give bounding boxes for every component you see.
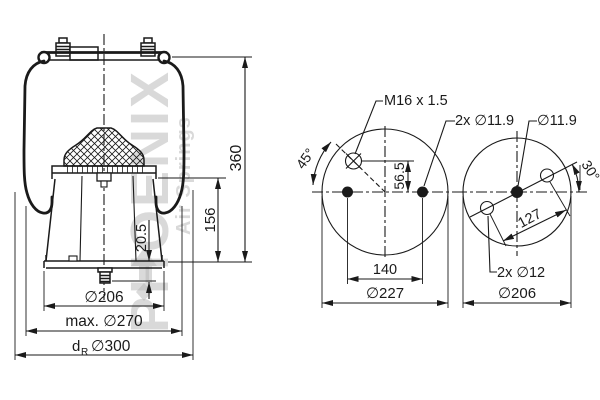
plate-extension-lines <box>321 160 449 308</box>
diagonal-reference-line <box>335 143 386 193</box>
top-studs <box>55 37 156 61</box>
label-angle-45: 45° <box>293 145 318 172</box>
dim-piston-top-diameter: ∅206 <box>498 285 536 302</box>
extension-lines <box>14 56 252 360</box>
air-hole-leader-line <box>517 120 537 187</box>
label-pin-holes: 2x ∅12 <box>497 265 545 281</box>
label-stud-holes: 2x ∅11.9 <box>455 113 514 129</box>
pin-hole-lower-left <box>479 200 495 216</box>
rolling-dia-subscript: R <box>81 347 88 358</box>
piston <box>43 165 165 284</box>
label-thread: M16 x 1.5 <box>384 93 448 109</box>
dim-max-diameter: max. ∅270 <box>65 313 143 330</box>
stud-hole-left <box>342 186 353 198</box>
dim-plate-diameter: ∅227 <box>366 285 404 302</box>
m16-leader-line <box>354 100 383 155</box>
top-view-bead-plate: M16 x 1.5 2x ∅11.9 45° 56.5 140 ∅227 <box>293 93 514 308</box>
label-angle-30: 30° <box>578 157 600 183</box>
rolling-dia-value: ∅300 <box>91 338 131 355</box>
top-view-piston: ∅11.9 30° 127 2x ∅12 ∅206 <box>456 113 600 308</box>
pin-holes-leader-line <box>487 215 497 273</box>
pin-holes-axis-line <box>469 161 578 218</box>
dim-piston-diameter: ∅206 <box>84 289 123 306</box>
phoenix-logo-arrow-icon <box>131 248 157 280</box>
stud-holes-leader-line <box>423 120 455 187</box>
dim-stud-height: 20.5 <box>134 224 150 252</box>
bottom-stud <box>97 267 113 284</box>
bellows-outline-left <box>22 59 54 215</box>
plate-dimension-lines <box>322 161 448 306</box>
dimension-lines <box>15 57 248 358</box>
dim-rolling-diameter: d R ∅300 <box>72 338 131 358</box>
side-view: 360 156 20.5 ∅206 max. ∅270 d R ∅300 <box>14 34 252 360</box>
air-hole <box>511 186 523 198</box>
dim-piston-height: 156 <box>202 207 219 232</box>
label-air-hole: ∅11.9 <box>537 113 577 129</box>
angle-arc-45 <box>310 141 332 186</box>
dim-stud-spacing: 140 <box>373 262 397 278</box>
dim-vertical-offset: 56.5 <box>391 162 407 189</box>
rolling-dia-prefix: d <box>72 338 80 355</box>
pin-hole-upper-right <box>539 168 555 183</box>
rubber-bumper <box>63 127 145 167</box>
dim-line-127 <box>502 209 567 242</box>
bumper-crimp-band <box>64 166 144 173</box>
dim-total-height: 360 <box>228 145 245 172</box>
piston-dimension-lines <box>463 209 571 306</box>
dim-hole-spacing: 127 <box>516 206 545 231</box>
bumper-bolt <box>96 172 112 182</box>
bellows-outline-right <box>154 59 186 215</box>
stud-hole-right <box>417 186 428 198</box>
angle-arc-30 <box>571 163 582 193</box>
base-pin <box>68 255 78 262</box>
